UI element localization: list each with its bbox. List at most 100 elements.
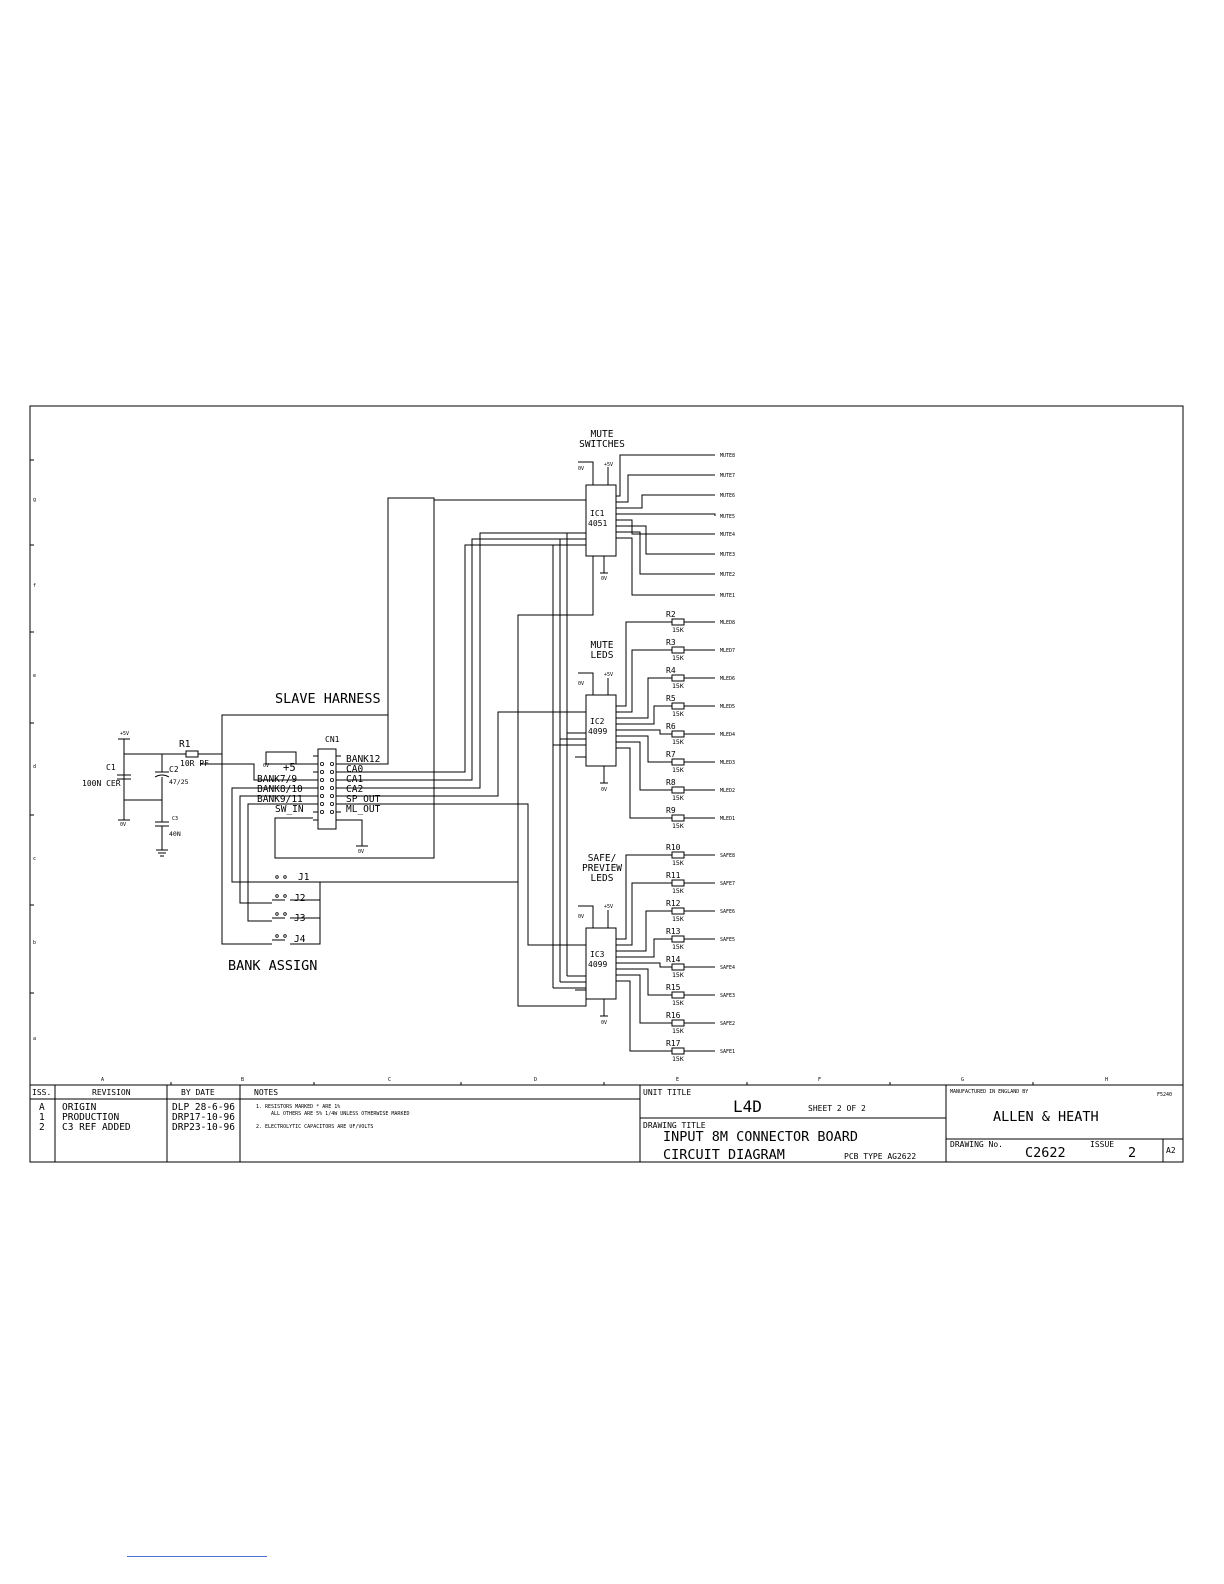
resistor-body	[671, 702, 685, 710]
mled-out-1: MLED1	[720, 816, 735, 822]
safe-outputs: SAFE8 SAFE7 SAFE6 SAFE5 SAFE4 SAFE3 SAFE…	[720, 853, 735, 1055]
drawing-title-1: INPUT 8M CONNECTOR BOARD	[663, 1129, 858, 1145]
resistor-body	[671, 991, 685, 999]
resistor-ref: R10	[666, 843, 681, 852]
rev-desc-origin: ORIGIN	[62, 1102, 97, 1113]
mled-outputs: MLED8 MLED7 MLED6 MLED5 MLED4 MLED3 MLED…	[720, 620, 735, 822]
grid-row-f: f	[33, 583, 36, 589]
safe-out-2: SAFE2	[720, 1021, 735, 1027]
jumper-j3: J3	[294, 913, 305, 924]
ic3-ref: IC3	[590, 950, 605, 959]
resistor-value: 15K	[672, 766, 684, 774]
grid-col-b: B	[241, 1077, 244, 1083]
rev-by-production: DRP17-10-96	[172, 1112, 235, 1123]
resistor-ref: R8	[666, 778, 676, 787]
resistor-body	[671, 907, 685, 915]
safe-out-3: SAFE3	[720, 993, 735, 999]
resistor-ref: R14	[666, 955, 681, 964]
resistor-value: 15K	[672, 971, 684, 979]
r1-value: 10R PF	[180, 759, 209, 768]
resistor-body	[671, 879, 685, 887]
c2-value: 47/25	[169, 778, 189, 786]
resistor-body	[671, 786, 685, 794]
mled-out-3: MLED3	[720, 760, 735, 766]
slave-harness-title: SLAVE HARNESS	[275, 691, 381, 707]
safe-out-8: SAFE8	[720, 853, 735, 859]
manufacturer-note: MANUFACTURED IN ENGLAND BY	[950, 1089, 1028, 1095]
rev-by-origin: DLP 28-6-96	[172, 1102, 235, 1113]
mute-out-8: MUTE8	[720, 453, 735, 459]
c3-value: 40N	[169, 830, 181, 838]
gnd-label: 0V	[120, 822, 126, 828]
mute-out-1: MUTE1	[720, 593, 735, 599]
resistor-body	[671, 963, 685, 971]
by-date-header: BY DATE	[181, 1088, 215, 1097]
ic1-ref: IC1	[590, 509, 605, 518]
cn1-ref: CN1	[325, 735, 340, 744]
ic2-chip: IC2 4099 0V +5V 0V	[578, 621, 670, 819]
rev-desc-c3: C3 REF ADDED	[62, 1122, 131, 1133]
rev-iss-2: 2	[39, 1122, 45, 1133]
resistor-ref: R11	[666, 871, 681, 880]
drawing-title-2: CIRCUIT DIAGRAM	[663, 1147, 785, 1163]
company-name: ALLEN & HEATH	[993, 1109, 1099, 1125]
cn1-right-ca1: CA1	[346, 774, 363, 785]
page-link-underline[interactable]	[127, 1556, 267, 1557]
svg-text:+5V: +5V	[604, 672, 613, 678]
mute-out-3: MUTE3	[720, 552, 735, 558]
unit-title-label: UNIT TITLE	[643, 1088, 691, 1097]
sheet-size: A2	[1166, 1146, 1176, 1155]
drawing-no: C2622	[1025, 1145, 1066, 1161]
grid-col-f: F	[818, 1077, 821, 1083]
grid-row-c: c	[33, 856, 36, 862]
f-code: F5240	[1157, 1092, 1172, 1098]
note-2: 2. ELECTROLYTIC CAPACITORS ARE UF/VOLTS	[256, 1124, 373, 1130]
grid-col-a: A	[101, 1077, 104, 1083]
issue-label: ISSUE	[1090, 1140, 1114, 1149]
rev-iss-1: 1	[39, 1112, 45, 1123]
resistor-ref: R9	[666, 806, 676, 815]
resistor-value: 15K	[672, 738, 684, 746]
notes-header: NOTES	[254, 1088, 278, 1097]
title-block: ISS. REVISION BY DATE NOTES A 1 2 ORIGIN…	[30, 1085, 1183, 1163]
resistor-body	[671, 1019, 685, 1027]
rev-iss-a: A	[39, 1102, 45, 1113]
ic1-part: 4051	[588, 519, 607, 528]
drawing-title-label: DRAWING TITLE	[643, 1121, 706, 1130]
cn1-left-bank9: BANK9/11	[257, 794, 303, 805]
cn1-right-bank12: BANK12	[346, 754, 380, 765]
resistor-ref: R5	[666, 694, 676, 703]
grid-rows: g f e d c b a	[33, 497, 36, 1042]
iss-header: ISS.	[32, 1088, 51, 1097]
connector-cn1: CN1 +5 BANK7/9 BANK8/10 BANK9/11 SW_IN	[257, 735, 381, 855]
cn1-left-bank8: BANK8/10	[257, 784, 303, 795]
resistor-value: 15K	[672, 626, 684, 634]
mute-out-2: MUTE2	[720, 572, 735, 578]
grid-col-g: G	[961, 1077, 964, 1083]
resistor-body	[671, 730, 685, 738]
mute-out-5: MUTE5	[720, 514, 735, 520]
grid-col-h: H	[1105, 1077, 1108, 1083]
cn1-right-spout: SP_OUT	[346, 794, 381, 805]
ic3-chip: IC3 4099 0V +5V 0V	[578, 854, 670, 1052]
unit-title: L4D	[733, 1097, 762, 1116]
cn1-right-ca2: CA2	[346, 784, 363, 795]
resistor-value: 15K	[672, 654, 684, 662]
resistor-value: 15K	[672, 1055, 684, 1063]
resistor-ref: R16	[666, 1011, 681, 1020]
resistor-value: 15K	[672, 822, 684, 830]
svg-text:+5V: +5V	[604, 904, 613, 910]
slave-harness-wiring	[200, 714, 518, 945]
resistor-body	[671, 646, 685, 654]
resistor-value: 15K	[672, 887, 684, 895]
safe-out-6: SAFE6	[720, 909, 735, 915]
mled-out-8: MLED8	[720, 620, 735, 626]
resistor-ref: R3	[666, 638, 676, 647]
c1-value: 100N CER	[82, 779, 121, 788]
resistor-ref: R2	[666, 610, 676, 619]
grid-row-g: g	[33, 497, 36, 503]
rev-by-c3: DRP23-10-96	[172, 1122, 235, 1133]
bank-assign-jumpers: J1 J2 J3 J4	[272, 872, 321, 945]
resistor-body	[671, 758, 685, 766]
